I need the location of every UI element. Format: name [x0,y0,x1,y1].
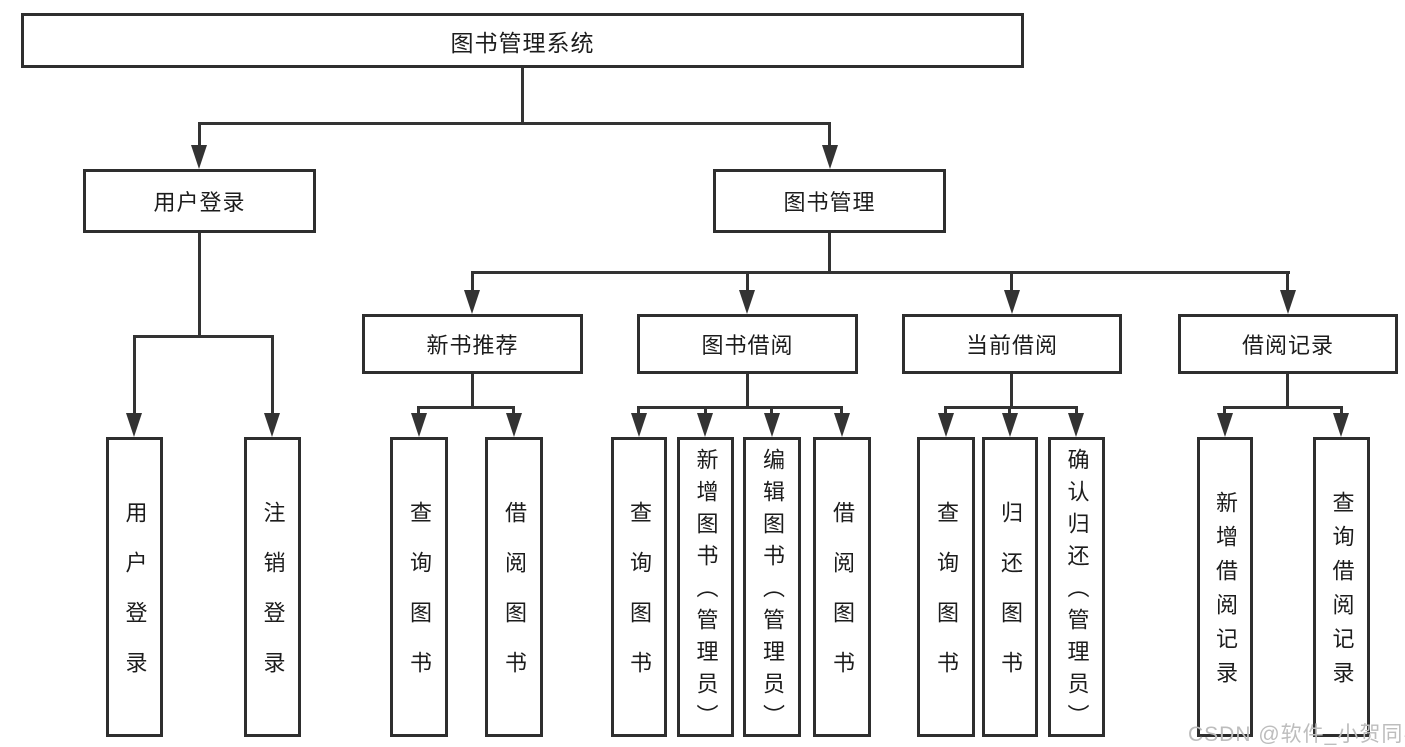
connector-line [198,233,201,335]
leaf-user-login: 用户登录 [106,437,163,737]
arrowhead-down-icon [822,145,838,169]
arrowhead-down-icon [1004,290,1020,314]
arrowhead-down-icon [1002,413,1018,437]
connector-line [704,406,707,418]
connector-line [471,271,1290,274]
connector-line [198,122,831,125]
arrowhead-down-icon [264,413,280,437]
arrowhead-down-icon [1217,413,1233,437]
connector-line [1010,374,1013,406]
connector-line [637,406,843,409]
leaf-label: 查询图书 [934,501,959,701]
leaf-borrow-books-2: 借阅图书 [813,437,871,737]
connector-line [471,271,474,294]
arrowhead-down-icon [126,413,142,437]
arrowhead-down-icon [191,145,207,169]
connector-line [746,374,749,406]
leaf-label: 查询借阅记录 [1329,491,1355,695]
connector-line [271,335,274,417]
leaf-label: 归还图书 [998,501,1023,701]
connector-line [198,122,201,149]
leaf-label: 编辑图书（管理员） [760,448,785,736]
connector-line [521,68,524,122]
connector-line [512,406,515,418]
connector-line [471,374,474,406]
leaf-add-borrow-record: 新增借阅记录 [1197,437,1253,737]
arrowhead-down-icon [506,413,522,437]
leaf-label: 查询图书 [407,501,432,701]
leaf-label: 确认归还（管理员） [1064,448,1090,736]
leaf-label: 借阅图书 [502,501,527,701]
leaf-edit-books-admin: 编辑图书（管理员） [743,437,801,737]
connector-line [637,406,640,418]
connector-line [840,406,843,418]
arrowhead-down-icon [464,290,480,314]
arrowhead-down-icon [411,413,427,437]
leaf-label: 查询图书 [627,501,652,701]
node-label: 当前借阅 [965,333,1058,358]
leaf-label: 注销登录 [260,501,286,701]
leaf-add-books-admin: 新增图书（管理员） [677,437,734,737]
leaf-label: 借阅图书 [830,501,855,701]
node-new-book-recommendation: 新书推荐 [362,314,583,374]
connector-line [944,406,947,418]
node-library-system: 图书管理系统 [21,13,1024,68]
connector-line [828,122,831,149]
arrowhead-down-icon [739,290,755,314]
arrowhead-down-icon [631,413,647,437]
arrowhead-down-icon [1280,290,1296,314]
leaf-query-books-3: 查询图书 [917,437,975,737]
connector-line [1010,271,1013,294]
leaf-logout-login: 注销登录 [244,437,301,737]
node-current-borrowing: 当前借阅 [902,314,1122,374]
leaf-return-books: 归还图书 [982,437,1038,737]
leaf-label: 新增借阅记录 [1213,491,1238,695]
node-borrowing-records: 借阅记录 [1178,314,1398,374]
connector-line [1223,406,1226,418]
connector-line [419,406,515,409]
csdn-watermark: CSDN @软件_小贺同学 [1188,723,1405,746]
node-label: 借阅记录 [1241,333,1334,358]
arrowhead-down-icon [1333,413,1349,437]
connector-line [946,406,1078,409]
connector-line [1286,271,1289,294]
connector-line [1008,406,1011,418]
arrowhead-down-icon [1068,413,1084,437]
node-label: 新书推荐 [426,333,519,358]
leaf-label: 用户登录 [122,501,148,701]
node-book-borrowing: 图书借阅 [637,314,858,374]
arrowhead-down-icon [834,413,850,437]
leaf-confirm-return-admin: 确认归还（管理员） [1048,437,1105,737]
arrowhead-down-icon [938,413,954,437]
connector-line [1286,374,1289,406]
leaf-label: 新增图书（管理员） [693,448,719,736]
node-book-management: 图书管理 [713,169,946,233]
node-label: 图书借阅 [701,333,794,358]
connector-line [133,335,274,338]
connector-line [1340,406,1343,418]
arrowhead-down-icon [764,413,780,437]
connector-line [1225,406,1343,409]
node-label: 用户登录 [153,190,246,215]
node-label: 图书管理 [783,190,876,215]
node-label: 图书管理系统 [450,29,595,56]
connector-line [828,233,831,271]
arrowhead-down-icon [697,413,713,437]
connector-line [1075,406,1078,418]
leaf-query-books: 查询图书 [390,437,448,737]
connector-line [417,406,420,418]
leaf-query-books-2: 查询图书 [611,437,667,737]
connector-line [770,406,773,418]
node-user-login: 用户登录 [83,169,316,233]
connector-line [746,271,749,294]
leaf-borrow-books: 借阅图书 [485,437,543,737]
connector-line [133,335,136,417]
leaf-query-borrow-record: 查询借阅记录 [1313,437,1370,737]
